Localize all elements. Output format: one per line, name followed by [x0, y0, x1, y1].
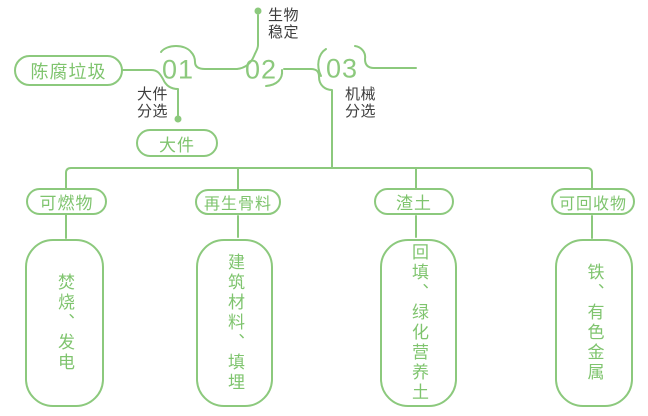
branch-pill-combustible: 可燃物	[26, 188, 107, 215]
line-01-to-02	[160, 45, 238, 70]
dot-biostable	[254, 7, 262, 15]
arc-02-tail	[265, 69, 284, 87]
branch-box-recycled-aggregate-text: 建筑材料、填埋	[225, 253, 244, 393]
branch-pill-slag-soil: 渣土	[374, 188, 454, 215]
output-pill-bulky: 大件	[136, 129, 218, 157]
branch-box-combustible: 焚烧、发电	[25, 239, 104, 407]
source-pill: 陈腐垃圾	[14, 55, 123, 86]
step-number-01: 01	[161, 54, 195, 85]
branch-box-combustible-text: 焚烧、发电	[55, 273, 74, 373]
branch-pill-recyclables: 可回收物	[551, 188, 635, 215]
step-number-02: 02	[244, 54, 278, 85]
arc-03-left	[317, 48, 327, 77]
dot-dajian	[174, 115, 182, 123]
label-bulky-sorting: 大件 分选	[137, 86, 169, 120]
branch-box-recyclables: 铁、有色金属	[555, 239, 633, 407]
line-03-drop	[310, 68, 333, 168]
branch-box-slag-soil: 回填、绿化营养土	[380, 239, 457, 407]
branch-pill-recycled-aggregate: 再生骨料	[195, 189, 281, 215]
line-01-drop	[150, 69, 179, 117]
line-02-up	[236, 14, 259, 70]
distribution-bar	[65, 167, 593, 190]
branch-box-recycled-aggregate: 建筑材料、填埋	[196, 239, 273, 407]
branch-box-slag-soil-text: 回填、绿化营养土	[409, 243, 428, 403]
label-bio-stabilization: 生物 稳定	[268, 7, 300, 41]
branch-box-recyclables-text: 铁、有色金属	[584, 263, 604, 383]
step-number-03: 03	[325, 53, 359, 84]
label-mechanical-sorting: 机械 分选	[345, 86, 377, 120]
line-03-exit	[354, 45, 417, 69]
